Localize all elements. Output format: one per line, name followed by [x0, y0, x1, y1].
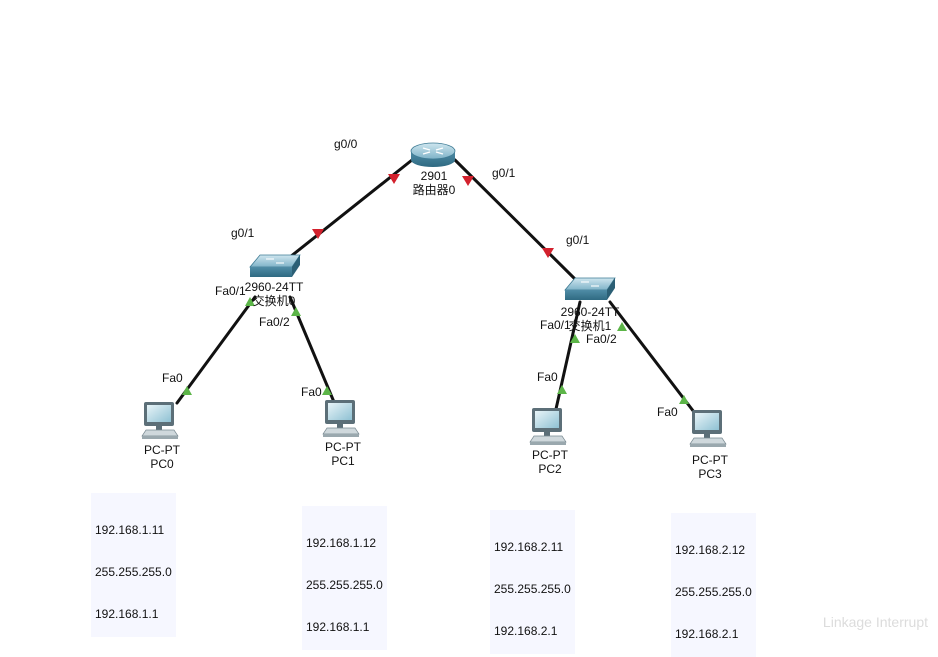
pc3-name: PC3 — [698, 467, 722, 481]
pc3-ip-note[interactable]: 192.168.2.12 255.255.255.0 192.168.2.1 — [671, 513, 756, 657]
link-up-indicator — [557, 385, 567, 394]
pc2-ip: 192.168.2.11 — [494, 540, 564, 554]
pc2-label: PC-PT PC2 — [532, 448, 568, 476]
switch0-port2-label: Fa0/2 — [259, 315, 290, 329]
pc0-ip-note[interactable]: 192.168.1.11 255.255.255.0 192.168.1.1 — [91, 493, 176, 637]
link-down-indicator — [388, 174, 400, 184]
link-down-indicator — [312, 229, 324, 239]
switch0-name: 交换机0 — [252, 294, 296, 308]
pc1-mask: 255.255.255.0 — [306, 578, 383, 592]
link-up-indicator — [617, 322, 627, 331]
switch1-model: 2960-24TT — [560, 305, 620, 319]
pc1-type: PC-PT — [325, 440, 361, 454]
pc3-label: PC-PT PC3 — [692, 453, 728, 481]
topology-canvas — [141, 142, 727, 447]
pc0-ip: 192.168.1.11 — [95, 523, 165, 537]
pc0-gateway: 192.168.1.1 — [95, 607, 159, 621]
link-status-indicators — [182, 174, 689, 404]
pc1-label: PC-PT PC1 — [325, 440, 361, 468]
switch1-uplink-label: g0/1 — [566, 233, 590, 247]
switch0-model: 2960-24TT — [244, 280, 304, 294]
watermark: Linkage Interrupt — [822, 614, 928, 630]
link-up-indicator — [322, 386, 332, 395]
pc2-name: PC2 — [538, 462, 562, 476]
pc3-port-label: Fa0 — [657, 405, 678, 419]
link-down-indicator — [542, 248, 554, 258]
pc1-icon[interactable] — [322, 400, 360, 437]
router-icon[interactable] — [410, 142, 456, 167]
link-router-switch1[interactable] — [453, 158, 580, 284]
link-down-indicator — [462, 176, 474, 186]
link-switch0-pc0[interactable] — [175, 295, 257, 405]
pc2-mask: 255.255.255.0 — [494, 582, 571, 596]
pc3-icon[interactable] — [689, 410, 727, 447]
link-up-indicator — [570, 334, 580, 343]
pc3-ip: 192.168.2.12 — [675, 543, 746, 557]
pc2-ip-note[interactable]: 192.168.2.11 255.255.255.0 192.168.2.1 — [490, 510, 575, 654]
switch1-name: 交换机1 — [568, 319, 612, 333]
pc0-type: PC-PT — [144, 443, 180, 457]
pc0-label: PC-PT PC0 — [144, 443, 180, 471]
switch0-label: 2960-24TT 交换机0 — [245, 280, 304, 308]
switch1-icon[interactable] — [564, 277, 616, 300]
pc1-ip: 192.168.1.12 — [306, 536, 377, 550]
link-up-indicator — [291, 307, 301, 316]
switch0-port1-label: Fa0/1 — [215, 284, 246, 298]
pc3-gateway: 192.168.2.1 — [675, 627, 739, 641]
link-switch1-pc3[interactable] — [608, 300, 696, 414]
pc1-ip-note[interactable]: 192.168.1.12 255.255.255.0 192.168.1.1 — [302, 506, 387, 650]
link-up-indicator — [679, 395, 689, 404]
link-up-indicator — [182, 386, 192, 395]
router-name: 路由器0 — [412, 183, 456, 197]
pc0-icon[interactable] — [141, 402, 179, 439]
pc2-port-label: Fa0 — [537, 370, 558, 384]
pc1-name: PC1 — [331, 454, 355, 468]
switch1-port2-label: Fa0/2 — [586, 332, 617, 346]
pc2-icon[interactable] — [529, 408, 567, 445]
pc0-name: PC0 — [150, 457, 174, 471]
router-model: 2901 — [420, 169, 448, 183]
pc1-gateway: 192.168.1.1 — [306, 620, 370, 634]
pc2-type: PC-PT — [532, 448, 568, 462]
switch1-port1-label: Fa0/1 — [540, 318, 571, 332]
link-up-indicator — [245, 297, 255, 306]
switch1-label: 2960-24TT 交换机1 — [561, 305, 620, 333]
pc0-port-label: Fa0 — [162, 371, 183, 385]
pc2-gateway: 192.168.2.1 — [494, 624, 558, 638]
router-label: 2901 路由器0 — [413, 169, 456, 197]
pc0-mask: 255.255.255.0 — [95, 565, 172, 579]
pc3-type: PC-PT — [692, 453, 728, 467]
router-port-label-g0-1: g0/1 — [492, 166, 516, 180]
router-port-label-g0-0: g0/0 — [334, 137, 358, 151]
switch0-icon[interactable] — [249, 254, 301, 277]
switch0-uplink-label: g0/1 — [231, 226, 255, 240]
pc3-mask: 255.255.255.0 — [675, 585, 752, 599]
pc1-port-label: Fa0 — [301, 385, 322, 399]
